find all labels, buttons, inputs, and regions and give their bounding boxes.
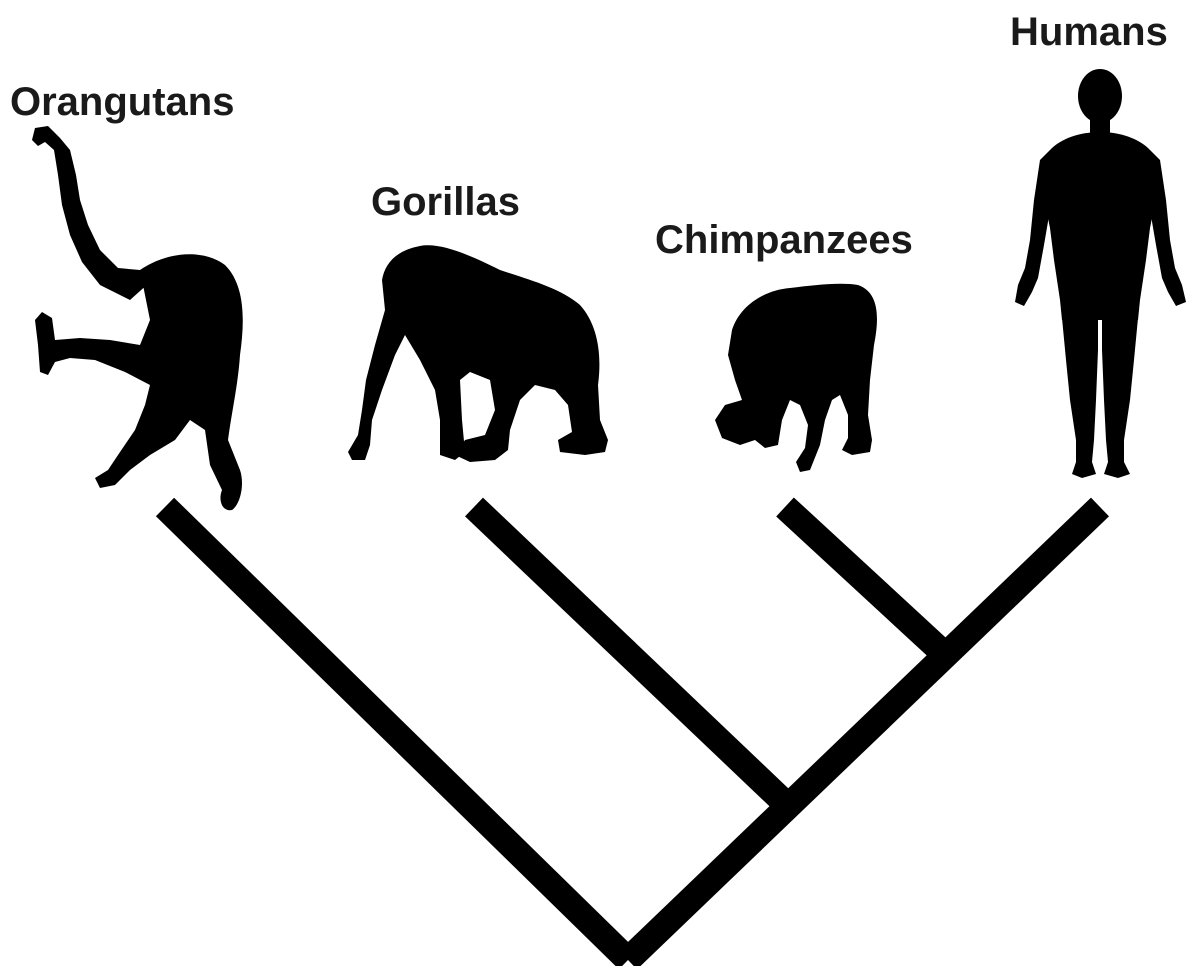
branch-gorillas (474, 507, 787, 805)
taxon-label-chimpanzees: Chimpanzees (655, 220, 913, 260)
gorilla-silhouette-icon (348, 245, 608, 462)
orangutan-silhouette-icon (32, 126, 243, 510)
tree-branches (165, 507, 1100, 960)
human-silhouette-icon (1015, 69, 1186, 478)
chimpanzee-silhouette-icon (715, 284, 877, 472)
taxon-label-orangutans: Orangutans (10, 82, 234, 122)
taxon-label-gorillas: Gorillas (371, 182, 520, 222)
branch-chimpanzees (785, 507, 940, 650)
taxon-label-humans: Humans (1010, 12, 1168, 52)
